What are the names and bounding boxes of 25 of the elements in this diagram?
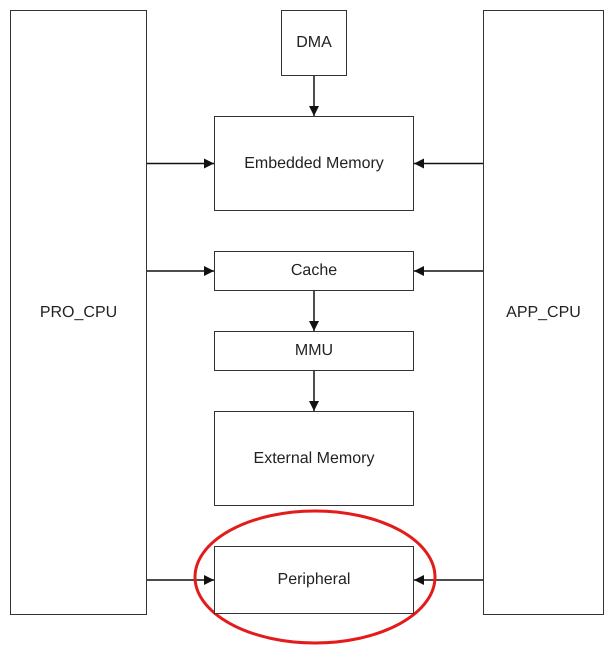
block-label: PRO_CPU <box>40 302 118 322</box>
block-label: DMA <box>296 33 332 53</box>
arrow <box>309 76 319 116</box>
arrow <box>147 575 214 585</box>
block-box <box>214 251 414 291</box>
arrow <box>309 371 319 411</box>
block-label: MMU <box>294 341 334 361</box>
block-label: Peripheral <box>278 570 350 590</box>
arrow <box>414 575 483 585</box>
block-label: Embedded Memory <box>244 154 384 174</box>
arrow <box>309 291 319 331</box>
block-box <box>214 411 414 506</box>
block-label: External Memory <box>254 448 374 468</box>
block-box <box>214 116 414 211</box>
arrow <box>147 158 214 168</box>
block-label: Cache <box>290 261 338 281</box>
block-box <box>214 546 414 614</box>
block-box <box>214 331 414 371</box>
arrow <box>147 266 214 276</box>
block-label: APP_CPU <box>506 302 581 322</box>
block-box <box>281 10 347 76</box>
block-box <box>10 10 147 615</box>
arrow <box>414 158 483 168</box>
arrow <box>414 266 483 276</box>
block-box <box>483 10 604 615</box>
